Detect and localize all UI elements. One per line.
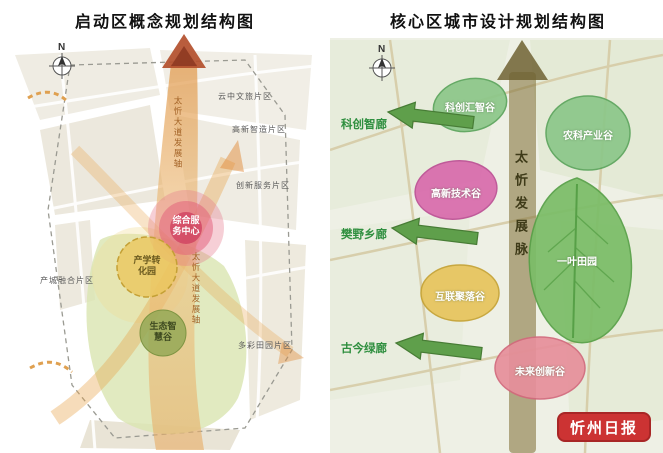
valley-weilai-blob bbox=[494, 336, 586, 400]
corridor-label-gujin: 古今绿廊 bbox=[341, 343, 387, 355]
valley-label-weilai: 未来创新谷 bbox=[515, 367, 565, 378]
valley-label-nongke: 农科产业谷 bbox=[563, 131, 613, 142]
valley-nongke-blob bbox=[545, 95, 631, 171]
node-label-shengtai: 生态智慧谷 bbox=[149, 321, 177, 343]
newspaper-watermark: 忻州日报 bbox=[557, 412, 651, 442]
district-label-chuangxin: 创新服务片区 bbox=[236, 181, 290, 190]
valley-label-gaoxin: 高新技术谷 bbox=[431, 189, 481, 200]
node-label-service-center: 综合服务中心 bbox=[172, 215, 200, 237]
right-map-graphic bbox=[330, 38, 663, 453]
right-axis-label: 太忻发展脉 bbox=[513, 150, 528, 265]
left-axis-label-lower: 太忻大道发展轴 bbox=[191, 252, 201, 326]
left-chanxue-node bbox=[116, 236, 178, 298]
valley-yiye-leaf bbox=[528, 177, 633, 344]
left-compass-n: N bbox=[58, 42, 66, 53]
corridor-label-kechuang: 科创智廊 bbox=[341, 119, 387, 131]
right-compass-n: N bbox=[378, 44, 386, 55]
district-label-duocai: 多彩田园片区 bbox=[238, 341, 292, 350]
left-boundary-dashed bbox=[47, 59, 293, 439]
valley-label-yiye: 一叶田园 bbox=[557, 257, 597, 268]
left-compass-icon bbox=[49, 53, 75, 79]
valley-label-kechuang: 科创汇智谷 bbox=[445, 103, 495, 114]
right-panel-title: 核心区城市设计规划结构图 bbox=[389, 14, 606, 31]
district-label-gaoxin: 高新智造片区 bbox=[232, 125, 286, 134]
valley-gaoxin-blob bbox=[414, 160, 498, 220]
right-compass-icon bbox=[369, 55, 395, 81]
district-label-chancheng: 产城融合片区 bbox=[40, 276, 94, 285]
left-map-graphic bbox=[9, 34, 326, 451]
valley-label-hulian: 互联聚落谷 bbox=[435, 292, 485, 303]
node-label-chanxue: 产学转化园 bbox=[133, 255, 161, 277]
left-axis-label-upper: 太忻大道发展轴 bbox=[173, 96, 183, 170]
right-axis-arrowhead bbox=[497, 40, 548, 80]
left-panel-title: 启动区概念规划结构图 bbox=[74, 14, 255, 31]
left-shengtai-node bbox=[139, 309, 187, 357]
district-label-yunzhong: 云中文旅片区 bbox=[218, 92, 272, 101]
corridor-label-fanye: 樊野乡廊 bbox=[341, 229, 387, 241]
valley-hulian-blob bbox=[420, 264, 500, 322]
left-axis-arrowhead bbox=[162, 34, 206, 68]
